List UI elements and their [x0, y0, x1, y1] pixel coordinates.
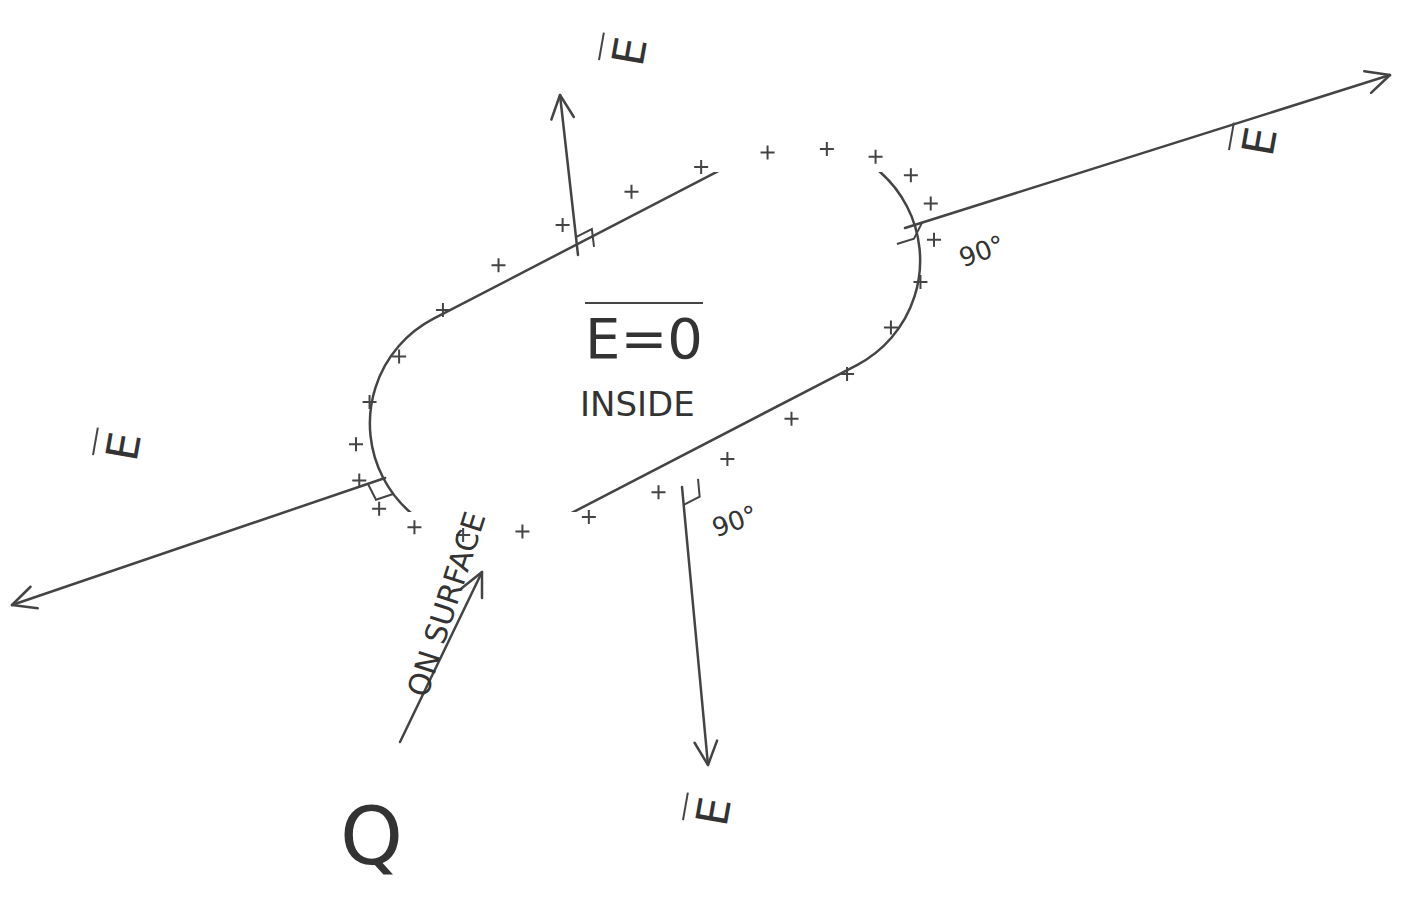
field-arrow — [905, 75, 1390, 228]
plus-charge — [761, 146, 775, 160]
field-symbol: E — [92, 428, 151, 465]
plus-charge — [820, 142, 834, 156]
plus-charge — [556, 218, 570, 232]
arrow-head — [12, 587, 38, 608]
plus-charge — [515, 524, 529, 538]
plus-charge — [624, 185, 638, 199]
angle-label: 90° — [708, 499, 762, 543]
region-label: INSIDE — [580, 384, 695, 424]
plus-charge — [582, 510, 596, 524]
charge-symbol: Q — [340, 790, 403, 883]
plus-charge — [352, 474, 366, 488]
plus-charge — [904, 168, 918, 182]
conductor-outline — [345, 172, 945, 512]
plus-charge — [720, 452, 734, 466]
plus-charge — [349, 437, 363, 451]
plus-charge — [652, 485, 666, 499]
arrow-head — [551, 95, 573, 120]
arrow-head — [1364, 71, 1390, 93]
plus-charge — [372, 502, 386, 516]
plus-charge — [924, 196, 938, 210]
field-symbol: E — [682, 793, 741, 830]
angle-label: 90° — [955, 229, 1009, 273]
field-symbol: E — [1228, 123, 1287, 160]
plus-charge — [784, 412, 798, 426]
plus-charge — [869, 150, 883, 164]
field-equation: E=0 — [585, 302, 703, 371]
charge-note: ON SURFACE — [400, 508, 493, 701]
plus-charge — [407, 520, 421, 534]
plus-charge — [913, 275, 927, 289]
arrow-head — [695, 741, 718, 765]
plus-charge — [694, 160, 708, 174]
conductor-body: E=0INSIDE — [345, 172, 945, 512]
right-angle-mark — [684, 479, 700, 505]
field-symbol: E — [598, 33, 657, 70]
plus-charge — [363, 395, 377, 409]
plus-charge — [492, 258, 506, 272]
field-arrow — [682, 487, 708, 765]
plus-charge — [927, 233, 941, 247]
field-arrow — [12, 478, 385, 605]
